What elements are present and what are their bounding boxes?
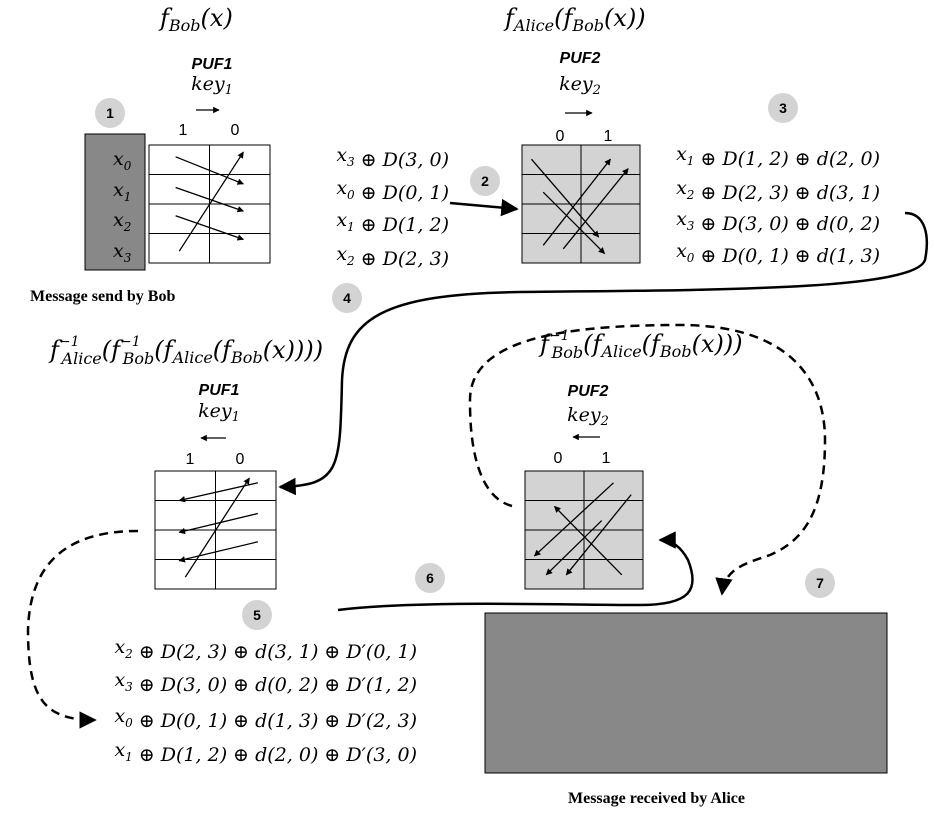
stage2-expr-3: x2 ⊕ D(2, 3) [336, 243, 449, 270]
puf1-inverse-grid [154, 470, 277, 590]
stage5-expr-1: x3 ⊕ D(3, 0) ⊕ d(0, 2) ⊕ D′(1, 2) [114, 669, 417, 696]
step-badge-3: 3 [768, 93, 798, 123]
input-var-1: x1 [113, 179, 131, 204]
puf-column-label: 0 [236, 451, 245, 468]
svg-text:6: 6 [426, 570, 434, 586]
puf-key-label: key2 [567, 404, 609, 429]
puf-key-label: key1 [191, 73, 233, 98]
stage5-expr-2: x0 ⊕ D(0, 1) ⊕ d(1, 3) ⊕ D′(2, 3) [114, 705, 417, 732]
puf2-inverse-grid [524, 470, 644, 590]
stage3-expr-1: x2 ⊕ D(2, 3) ⊕ d(3, 1) [676, 177, 880, 204]
puf-name-label: PUF2 [568, 383, 609, 400]
svg-text:2: 2 [481, 173, 489, 189]
arrow-to-puf2 [449, 198, 519, 217]
step-badge-4: 4 [332, 283, 362, 313]
stage3-expr-2: x3 ⊕ D(3, 0) ⊕ d(0, 2) [676, 208, 880, 235]
puf-column-label: 1 [604, 128, 613, 145]
puf-key-label: key1 [198, 400, 240, 425]
puf-column-label: 0 [231, 122, 240, 139]
arrow-dashed-to-stage5 [26, 529, 139, 729]
stage5-expr-3: x1 ⊕ D(1, 2) ⊕ d(2, 0) ⊕ D′(3, 0) [114, 739, 417, 766]
input-var-0: x0 [113, 148, 132, 173]
input-var-2: x2 [113, 209, 131, 234]
arrow-to-puf1-inverse [278, 211, 929, 496]
arrow-dashed-to-alice [468, 323, 827, 596]
title-f-bob: fBob(x) [158, 4, 233, 35]
puf1-forward-grid [148, 144, 271, 264]
stage2-expr-0: x3 ⊕ D(3, 0) [336, 144, 449, 171]
puf-column-label: 1 [602, 450, 611, 467]
input-message-box [84, 133, 146, 271]
puf-column-label: 1 [186, 451, 195, 468]
stage3-expr-3: x0 ⊕ D(0, 1) ⊕ d(1, 3) [676, 240, 880, 267]
step-badge-2: 2 [470, 166, 500, 196]
arrow-to-puf2-inverse [337, 531, 694, 612]
caption-bob: Message send by Bob [30, 288, 175, 305]
svg-text:5: 5 [253, 607, 261, 623]
step-badge-7: 7 [805, 568, 835, 598]
svg-text:4: 4 [343, 290, 351, 306]
step-badge-5: 5 [242, 600, 272, 630]
svg-text:1: 1 [106, 105, 114, 121]
puf-column-label: 1 [179, 122, 188, 139]
svg-text:3: 3 [779, 100, 787, 116]
puf-key-label: key2 [559, 73, 601, 98]
stage2-expr-2: x1 ⊕ D(1, 2) [336, 209, 449, 236]
caption-alice: Message received by Alice [568, 790, 745, 807]
step-badge-6: 6 [415, 563, 445, 593]
stage2-expr-1: x0 ⊕ D(0, 1) [336, 177, 449, 204]
title-f-alice-bob: fAlice(fBob(x)) [503, 4, 646, 35]
step-badge-1: 1 [95, 98, 125, 128]
puf-column-label: 0 [554, 450, 563, 467]
svg-text:7: 7 [816, 575, 824, 591]
input-var-3: x3 [113, 240, 132, 265]
received-message-box [484, 612, 888, 774]
puf-name-label: PUF2 [560, 50, 601, 67]
puf-name-label: PUF1 [192, 56, 233, 73]
stage5-expr-0: x2 ⊕ D(2, 3) ⊕ d(3, 1) ⊕ D′(0, 1) [114, 636, 417, 663]
puf-name-label: PUF1 [199, 382, 240, 399]
puf-column-label: 0 [556, 128, 565, 145]
stage3-expr-0: x1 ⊕ D(1, 2) ⊕ d(2, 0) [676, 143, 880, 170]
puf2-forward-grid [521, 144, 641, 264]
